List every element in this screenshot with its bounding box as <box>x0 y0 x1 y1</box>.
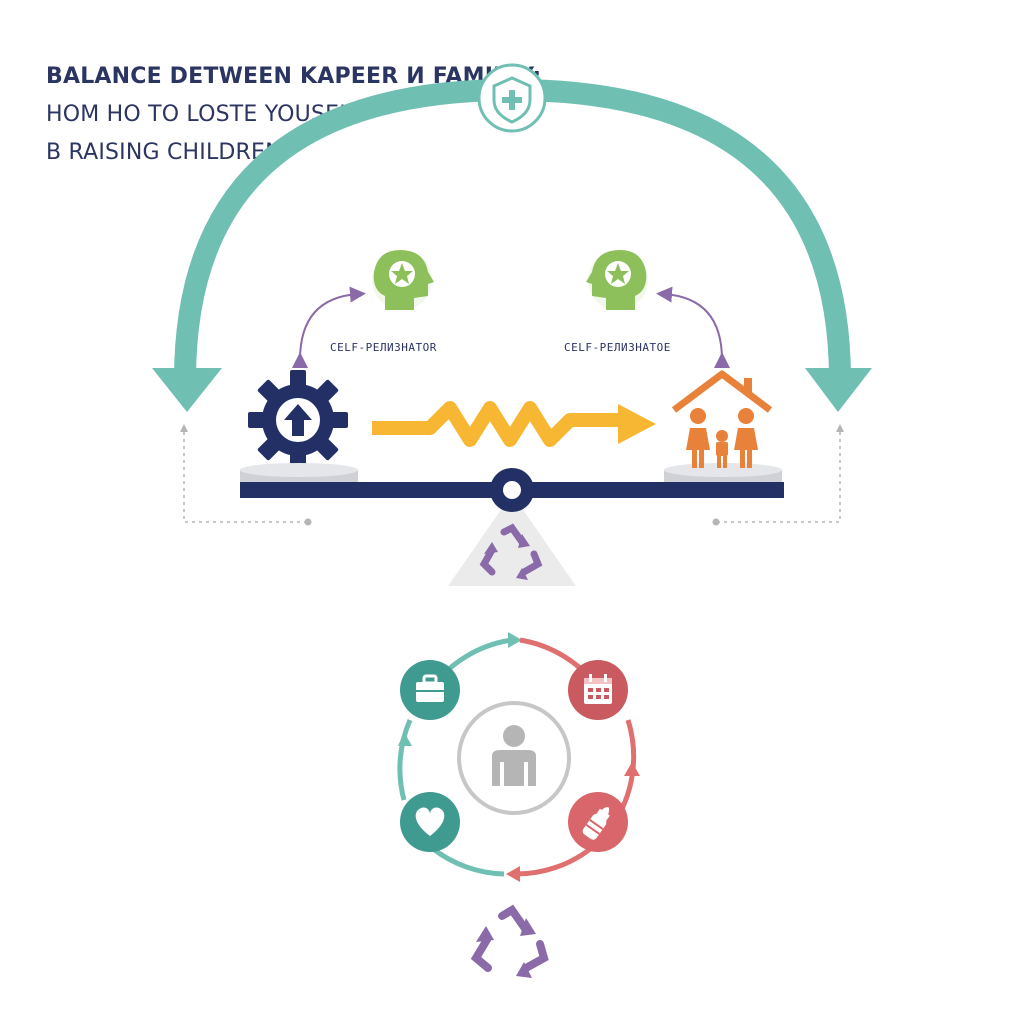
calendar-icon <box>568 660 628 720</box>
label-self-realization-left: CELF-PEЛИЗНАТОR <box>330 341 437 354</box>
recycle-icon-fulcrum <box>479 523 543 580</box>
shield-plus-icon <box>477 63 547 133</box>
title-block: BALANCE DETWEEN KAPEER И FAMILLY: HOM HO… <box>46 58 541 172</box>
baby-bottle-icon <box>568 792 628 852</box>
recycle-icon-bottom <box>470 904 549 978</box>
teal-arc <box>152 78 872 412</box>
head-star-icon-left <box>372 250 434 310</box>
dotted-arrowhead-left <box>180 424 188 432</box>
purple-arrow-right <box>656 286 731 369</box>
purple-arrow-left <box>291 286 366 369</box>
teal-arrowhead-left <box>152 368 222 412</box>
title-line-3: B RAISING CHILDREN <box>46 140 282 165</box>
zigzag-arrow <box>372 401 656 447</box>
head-star-icon-right <box>586 250 648 310</box>
person-icon <box>457 701 571 815</box>
dotted-guides <box>183 432 841 523</box>
teal-arrowhead-right <box>805 368 872 412</box>
heart-icon <box>400 792 460 852</box>
label-self-realization-right: CELF-PEЛИЗНАТОE <box>564 341 671 354</box>
fulcrum <box>448 468 576 586</box>
house-family-icon <box>671 370 773 468</box>
briefcase-icon <box>400 660 460 720</box>
dotted-arrowhead-right <box>836 424 844 432</box>
gear-up-arrow-icon <box>248 370 348 470</box>
